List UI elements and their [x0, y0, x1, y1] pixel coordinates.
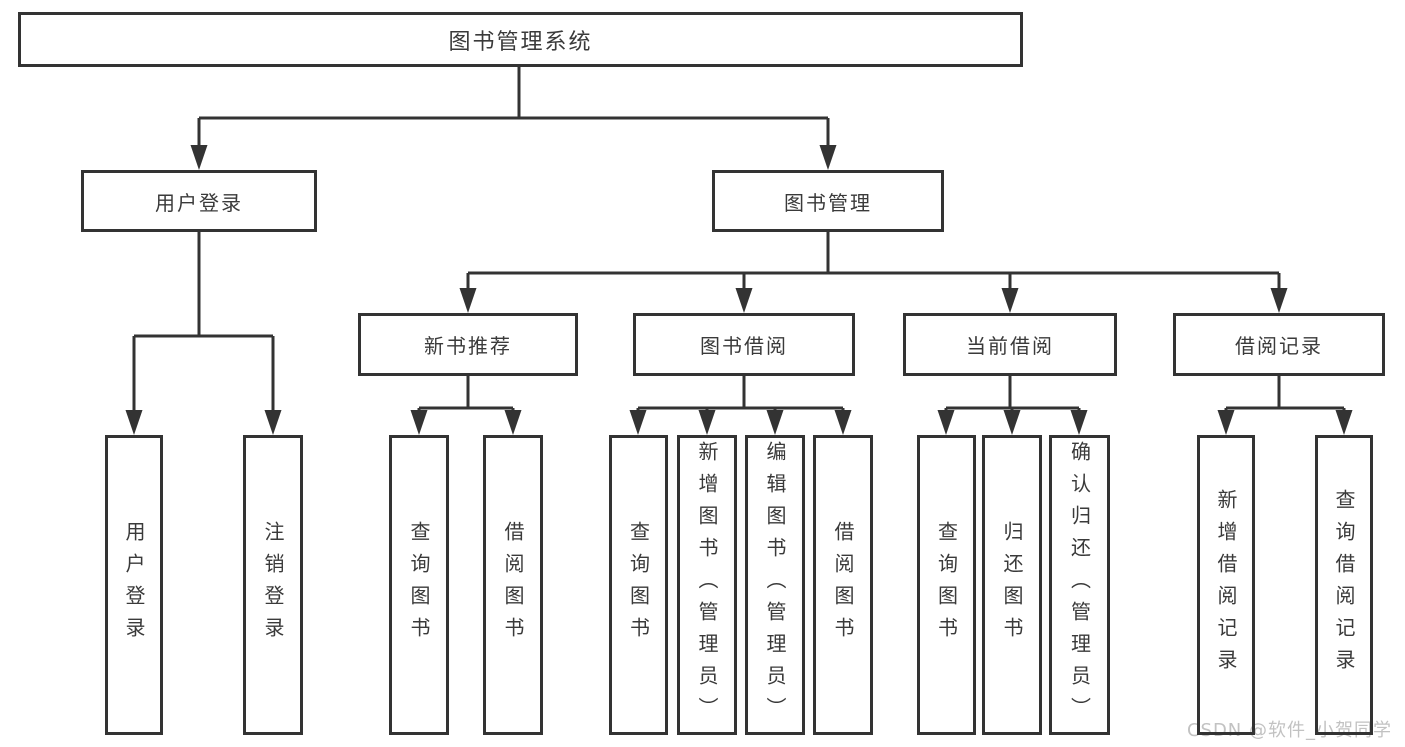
connector-records-to-leaves — [1217, 376, 1353, 435]
arrow-down-icon — [1335, 410, 1353, 435]
arrow-down-icon — [1217, 410, 1235, 435]
connector-root-to-branches — [190, 67, 837, 170]
csdn-watermark: CSDN @软件_小贺同学 — [1186, 720, 1392, 741]
leaf-add-books-admin: 新增图书（管理员） — [677, 435, 737, 735]
connector-book-mgmt-to-modules — [459, 232, 1288, 313]
connector-user-login-to-leaves — [125, 232, 282, 435]
leaf-edit-books-admin: 编辑图书（管理员） — [745, 435, 805, 735]
arrow-down-icon — [504, 410, 522, 435]
leaf-label: 查询图书 — [626, 521, 651, 649]
arrow-down-icon — [459, 288, 477, 313]
leaf-label: 借阅图书 — [501, 521, 525, 649]
arrow-down-icon — [937, 410, 955, 435]
arrow-down-icon — [1001, 288, 1019, 313]
arrow-down-icon — [264, 410, 282, 435]
leaf-label: 查询图书 — [934, 521, 959, 649]
leaf-label: 用户登录 — [122, 521, 146, 649]
arrow-down-icon — [190, 145, 208, 170]
node-borrowing-records: 借阅记录 — [1173, 313, 1385, 376]
connector-borrowing-to-leaves — [629, 376, 852, 435]
leaf-label: 归还图书 — [1000, 521, 1024, 649]
arrow-down-icon — [1270, 288, 1288, 313]
node-user-login-branch: 用户登录 — [81, 170, 317, 232]
leaf-confirm-return-admin: 确认归还（管理员） — [1049, 435, 1110, 735]
arrow-down-icon — [819, 145, 837, 170]
leaf-query-books-borrowing: 查询图书 — [609, 435, 668, 735]
leaf-query-books-current: 查询图书 — [917, 435, 976, 735]
arrow-down-icon — [834, 410, 852, 435]
node-library-system: 图书管理系统 — [18, 12, 1023, 67]
arrow-down-icon — [1070, 410, 1088, 435]
leaf-return-books: 归还图书 — [982, 435, 1042, 735]
leaf-label: 查询图书 — [407, 521, 431, 649]
leaf-label: 编辑图书（管理员） — [763, 441, 787, 729]
node-current-borrowing: 当前借阅 — [903, 313, 1117, 376]
leaf-label: 确认归还（管理员） — [1067, 441, 1092, 729]
node-book-borrowing: 图书借阅 — [633, 313, 855, 376]
arrow-down-icon — [125, 410, 143, 435]
leaf-query-books-recommend: 查询图书 — [389, 435, 449, 735]
leaf-label: 查询借阅记录 — [1332, 489, 1356, 681]
leaf-add-borrow-record: 新增借阅记录 — [1197, 435, 1255, 735]
node-book-management: 图书管理 — [712, 170, 944, 232]
leaf-label: 借阅图书 — [831, 521, 855, 649]
arrow-down-icon — [735, 288, 753, 313]
arrow-down-icon — [410, 410, 428, 435]
leaf-logout-login: 注销登录 — [243, 435, 303, 735]
leaf-borrow-books-recommend: 借阅图书 — [483, 435, 543, 735]
leaf-user-login: 用户登录 — [105, 435, 163, 735]
arrow-down-icon — [766, 410, 784, 435]
connector-current-to-leaves — [937, 376, 1088, 435]
arrow-down-icon — [698, 410, 716, 435]
leaf-borrow-books-borrowing: 借阅图书 — [813, 435, 873, 735]
arrow-down-icon — [1003, 410, 1021, 435]
node-new-book-recommend: 新书推荐 — [358, 313, 578, 376]
leaf-query-borrow-record: 查询借阅记录 — [1315, 435, 1373, 735]
leaf-label: 新增图书（管理员） — [695, 441, 719, 729]
leaf-label: 注销登录 — [261, 521, 285, 649]
leaf-label: 新增借阅记录 — [1214, 489, 1238, 681]
connector-recommend-to-leaves — [410, 376, 522, 435]
arrow-down-icon — [629, 410, 647, 435]
